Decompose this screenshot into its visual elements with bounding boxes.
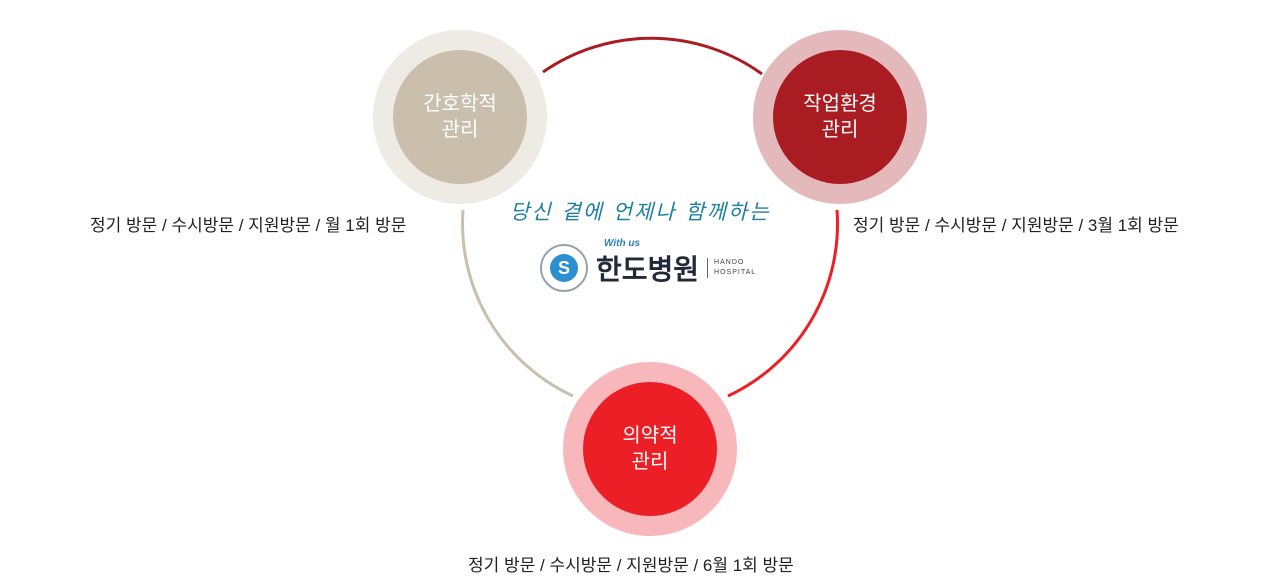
node-title: 의약적 <box>622 425 678 447</box>
hospital-name: 한도병원 <box>596 254 700 285</box>
hospital-logo: S With us 한도병원 HANDO HOSPITAL <box>540 238 757 292</box>
caption-medical: 정기 방문 / 수시방문 / 지원방문 / 6월 1회 방문 <box>468 556 794 575</box>
arc-right <box>727 209 839 398</box>
node-subtitle: 관리 <box>631 451 669 473</box>
arc-left <box>461 209 574 398</box>
hospital-en-2: HOSPITAL <box>714 269 757 276</box>
slogan: 당신 곁에 언제나 함께하는 <box>510 200 771 224</box>
with-us-label: With us <box>604 238 641 249</box>
caption-nursing: 정기 방문 / 수시방문 / 지원방문 / 월 1회 방문 <box>90 216 407 235</box>
node-subtitle: 관리 <box>441 119 479 141</box>
hospital-emblem-icon: S <box>540 244 588 292</box>
node-title: 간호학적 <box>423 93 497 115</box>
node-subtitle: 관리 <box>821 119 859 141</box>
caption-work-environment: 정기 방문 / 수시방문 / 지원방문 / 3월 1회 방문 <box>853 216 1179 235</box>
arc-top <box>542 36 763 76</box>
hospital-en-1: HANDO <box>714 259 745 266</box>
node-title: 작업환경 <box>803 93 877 115</box>
